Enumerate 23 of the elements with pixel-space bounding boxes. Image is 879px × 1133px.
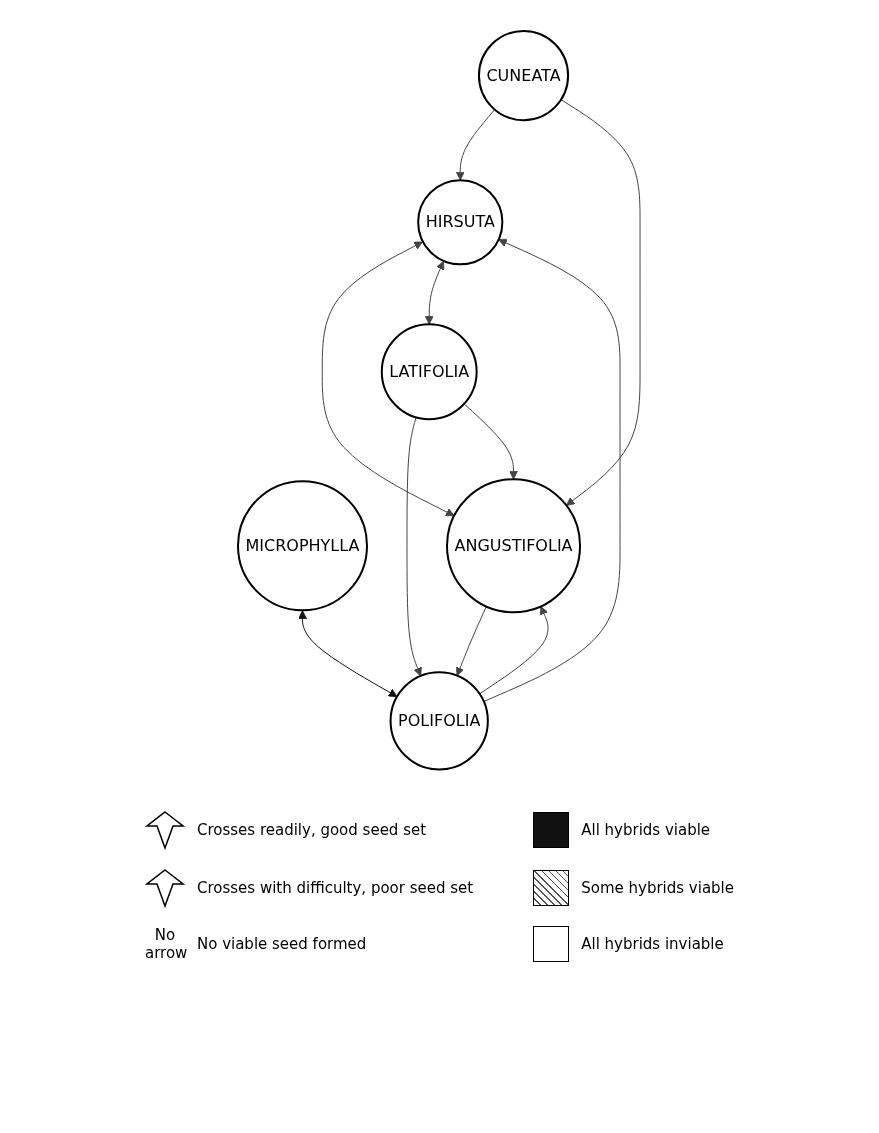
arrow [479, 605, 549, 695]
legend-text: Crosses with difficulty, poor seed set [196, 879, 474, 897]
arrow [322, 241, 455, 516]
legend-text: No viable seed formed [196, 935, 367, 953]
arrow [425, 260, 445, 325]
arrow [483, 238, 621, 702]
arrow [561, 98, 641, 506]
legend-note: No arrow [144, 926, 185, 962]
arrow [406, 416, 423, 677]
node-circle: ANGUSTIFOLIA [446, 477, 582, 613]
arrow [464, 403, 519, 480]
legend-text: All hybrids viable [581, 821, 711, 839]
arrow [456, 108, 496, 181]
legend-text: Crosses readily, good seed set [196, 821, 427, 839]
node-circle: HIRSUTA [417, 178, 504, 266]
node-circle: CUNEATA [478, 29, 570, 121]
node-circle: POLIFOLIA [390, 671, 490, 771]
node-circle: LATIFOLIA [381, 323, 479, 420]
arrow [456, 605, 488, 676]
node-circle: MICROPHYLLA [237, 480, 369, 611]
arrow [298, 610, 398, 697]
legend-text: All hybrids inviable [581, 935, 724, 953]
legend-text: Some hybrids viable [581, 879, 734, 897]
